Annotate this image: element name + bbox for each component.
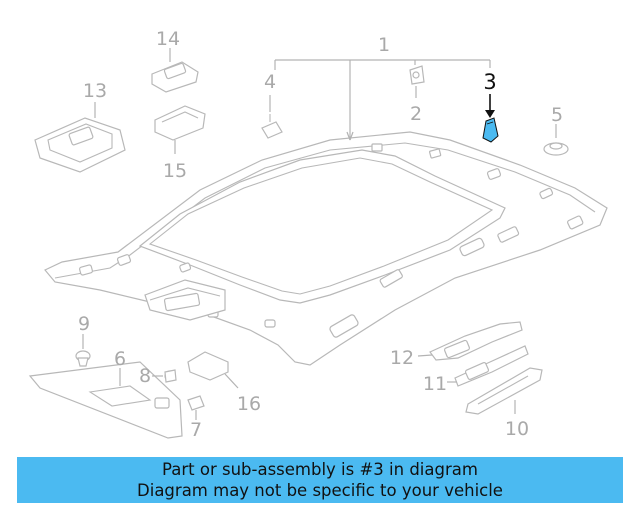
fastener-part-4[interactable] <box>261 114 283 139</box>
bracket-part-12[interactable] <box>429 321 523 361</box>
lamp-part-15[interactable] <box>154 105 206 141</box>
callout-10: 10 <box>505 418 529 440</box>
parts-diagram: 1 2 3 4 5 6 7 8 9 10 11 12 13 14 15 16 <box>28 28 608 441</box>
callout-9: 9 <box>78 313 90 335</box>
clip-part-8[interactable] <box>164 369 177 383</box>
callout-11: 11 <box>423 373 447 395</box>
clip-part-9[interactable] <box>75 350 91 367</box>
callout-6: 6 <box>114 348 126 370</box>
callout-15: 15 <box>163 160 187 182</box>
grab-handle-part-10[interactable] <box>465 367 543 415</box>
callout-5: 5 <box>551 104 563 126</box>
callout-16: 16 <box>237 393 261 415</box>
callout-7: 7 <box>190 419 202 441</box>
callout-2: 2 <box>410 103 422 125</box>
callout-4: 4 <box>264 71 276 93</box>
callout-13: 13 <box>83 80 107 102</box>
headliner-part[interactable] <box>44 131 608 366</box>
leader-line-1 <box>274 59 491 140</box>
sun-visor-part-6[interactable] <box>28 361 183 439</box>
grab-handle-part-16[interactable] <box>187 351 229 381</box>
grommet-part-5[interactable] <box>543 142 569 156</box>
bracket-part-11[interactable] <box>454 345 529 387</box>
callout-12: 12 <box>390 347 414 369</box>
callout-8: 8 <box>139 365 151 387</box>
arrow-1 <box>346 131 354 141</box>
switch-part-14[interactable] <box>151 61 199 93</box>
bracket-part-7[interactable] <box>187 395 205 411</box>
banner-line-2: Diagram may not be specific to your vehi… <box>137 481 503 500</box>
banner-line-1: Part or sub-assembly is #3 in diagram <box>162 460 478 479</box>
arrow-3 <box>485 94 495 118</box>
callout-1: 1 <box>378 34 390 56</box>
dome-lamp-part-13[interactable] <box>34 117 126 173</box>
info-banner: Part or sub-assembly is #3 in diagram Di… <box>17 457 623 503</box>
highlighted-part-3[interactable] <box>482 117 499 143</box>
callout-14: 14 <box>156 28 180 50</box>
callout-3: 3 <box>483 70 496 94</box>
clip-part-2[interactable] <box>409 65 425 85</box>
